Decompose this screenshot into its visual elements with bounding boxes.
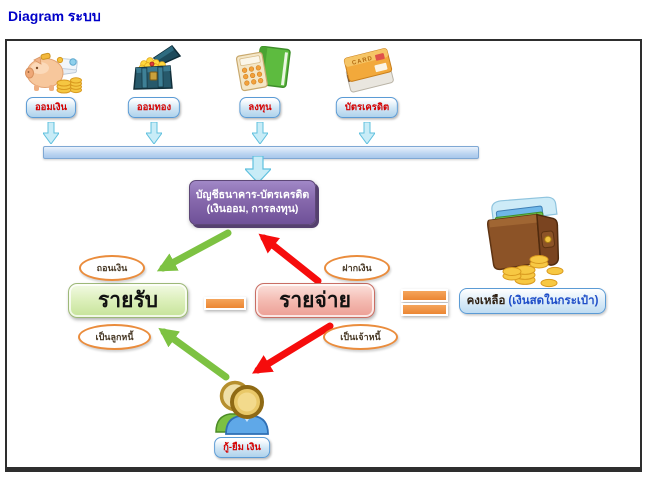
- borrower-person-icon: [215, 380, 269, 435]
- label-save-money: ออมเงิน: [25, 97, 77, 118]
- label-invest: ลงทุน: [239, 97, 281, 118]
- balance-label: คงเหลือ: [466, 295, 506, 307]
- income-box: รายรับ: [68, 283, 188, 318]
- oval-debtor: เป็นลูกหนี้: [78, 324, 151, 350]
- bank-account-line2: (เงินออม, การลงทุน): [206, 202, 299, 215]
- balance-box: คงเหลือ (เงินสดในกระเป๋า): [459, 288, 606, 314]
- down-arrow-icon: [359, 122, 375, 144]
- minus-operator: [204, 297, 246, 310]
- down-arrow-icon: [43, 122, 59, 144]
- expense-box: รายจ่าย: [255, 283, 375, 318]
- down-arrow-icon: [146, 122, 162, 144]
- treasure-chest-icon: [133, 44, 182, 90]
- label-credit-card: บัตรเครดิต: [335, 97, 399, 118]
- label-save-gold: ออมทอง: [127, 97, 181, 118]
- oval-deposit: ฝากเงิน: [324, 255, 390, 281]
- piggy-bank-icon: [25, 52, 82, 94]
- svg-text:CARD: CARD: [352, 56, 374, 67]
- oval-creditor: เป็นเจ้าหนี้: [323, 324, 398, 350]
- credit-card-icon: CARD: [343, 48, 394, 93]
- oval-withdraw: ถอนเงิน: [79, 255, 145, 281]
- balance-sub-label: (เงินสดในกระเป๋า): [508, 295, 599, 307]
- label-borrow: กู้-ยืม เงิน: [214, 437, 270, 458]
- down-arrow-icon: [252, 122, 268, 144]
- equals-operator-top: [401, 289, 448, 302]
- page-title: Diagram ระบบ: [8, 8, 101, 24]
- big-down-arrow-icon: [245, 156, 271, 183]
- bank-account-line1: บัญชีธนาคาร-บัตรเครดิต: [195, 188, 310, 201]
- equals-operator-bottom: [401, 303, 448, 316]
- calculator-book-icon: [236, 46, 291, 92]
- bank-account-box: บัญชีธนาคาร-บัตรเครดิต (เงินออม, การลงทุ…: [189, 180, 316, 225]
- wallet-icon: [486, 196, 564, 288]
